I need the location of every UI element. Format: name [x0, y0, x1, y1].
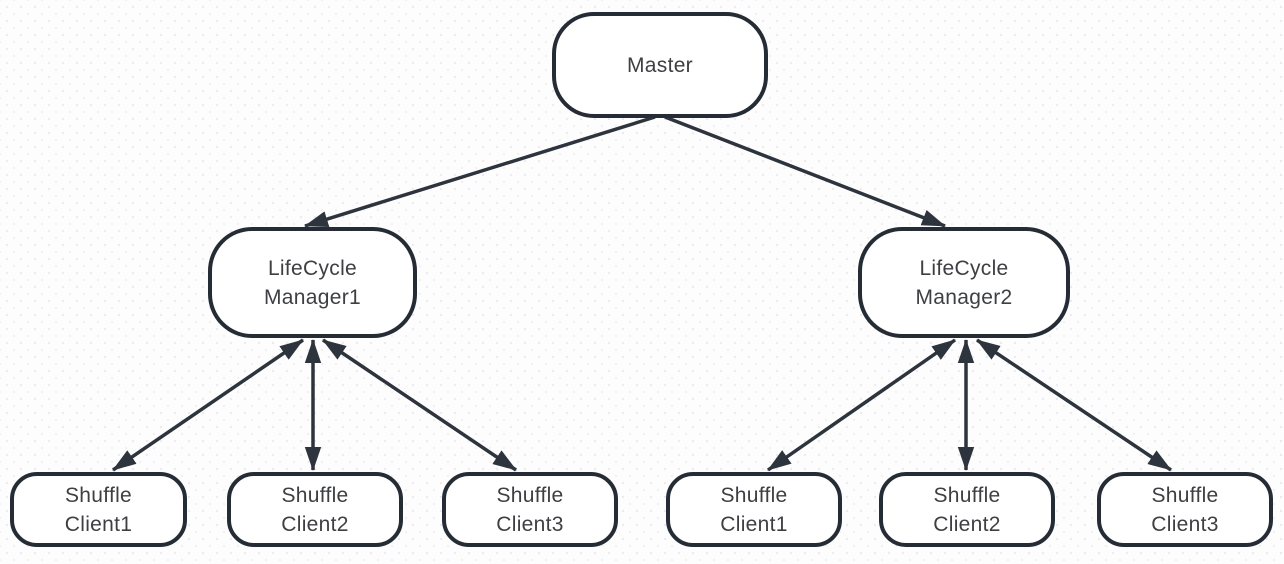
node-shuffle-client2-left: Shuffle Client2: [227, 472, 403, 547]
node-shuffle-client3-right: Shuffle Client3: [1097, 472, 1273, 547]
edge-manager1-client3-left: [322, 338, 517, 472]
node-shuffle-client3-left: Shuffle Client3: [442, 472, 618, 547]
edge-master-manager2: [664, 115, 946, 228]
node-master: Master: [552, 12, 768, 118]
node-shuffle-client1-left-label: Shuffle Client1: [64, 483, 133, 536]
edge-manager2-client1-right: [767, 338, 956, 472]
node-shuffle-client1-left: Shuffle Client1: [10, 472, 187, 547]
node-lifecycle-manager1-label: LifeCycle Manager1: [264, 256, 361, 309]
node-lifecycle-manager1: LifeCycle Manager1: [208, 227, 417, 338]
node-shuffle-client2-right: Shuffle Client2: [879, 472, 1055, 547]
node-shuffle-client1-right: Shuffle Client1: [666, 472, 842, 547]
node-lifecycle-manager2: LifeCycle Manager2: [858, 227, 1070, 338]
node-shuffle-client3-right-label: Shuffle Client3: [1151, 483, 1219, 536]
node-shuffle-client2-left-label: Shuffle Client2: [281, 483, 349, 536]
node-shuffle-client3-left-label: Shuffle Client3: [496, 483, 564, 536]
edge-manager2-client3-right: [976, 338, 1172, 472]
node-lifecycle-manager2-label: LifeCycle Manager2: [915, 256, 1013, 309]
node-shuffle-client2-right-label: Shuffle Client2: [933, 483, 1001, 536]
node-master-label: Master: [627, 53, 693, 77]
edge-manager1-client1-left: [112, 338, 304, 472]
node-shuffle-client1-right-label: Shuffle Client1: [720, 483, 788, 536]
edge-master-manager1: [304, 115, 656, 228]
